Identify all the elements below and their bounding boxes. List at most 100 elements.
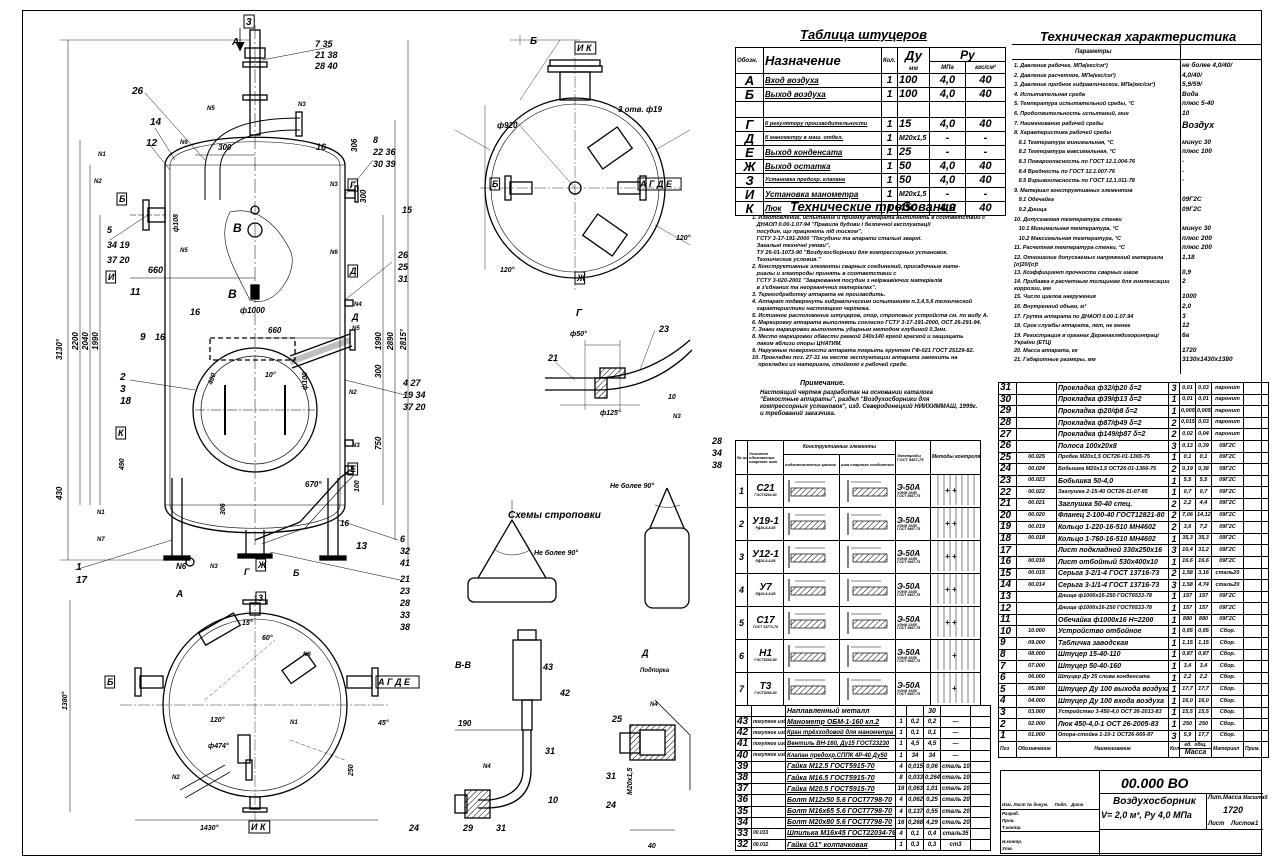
svg-text:+: + (952, 618, 957, 627)
purchased-total: 0,4 (923, 827, 941, 841)
purchased-qty: 4 (895, 760, 907, 773)
tech-char-param-header: Параметры (1075, 49, 1112, 55)
purchased-name: Гайка М12.5 ГОСТ5915-70 (785, 760, 896, 773)
tech-char-param: 20. Масса аппарата, кг (1014, 347, 1078, 354)
nozzle-mpa: 4,0 (929, 87, 966, 102)
tech-char-row: 8.5 Взрывоопасность по ГОСТ 12.1.011-78- (1014, 178, 1262, 188)
drawing-label: 100 (354, 480, 361, 492)
tech-char-value: 6а (1182, 331, 1190, 339)
weld-sketch (838, 606, 897, 640)
label-box (375, 675, 420, 689)
purchased-pos: 37 (735, 783, 752, 796)
drawing-label: ф50° (570, 330, 587, 338)
parts-name: Лист отбойный 530х400х10 (1056, 555, 1169, 569)
nozzle-code: Г (735, 117, 764, 132)
parts-qty: 3 (1168, 439, 1180, 453)
purchased-pos: 42 (735, 727, 752, 740)
nozzle-row (735, 101, 1006, 118)
parts-qty: 2 (1168, 521, 1180, 534)
parts-qty: 2 (1168, 428, 1180, 441)
drawing-label: 1990 (91, 332, 100, 350)
drawing-label: 490 (119, 458, 126, 471)
drawing-label: 3 (120, 384, 126, 395)
weld-number: 4 (735, 573, 748, 607)
mass-label: Масса (1223, 795, 1242, 801)
parts-material: 09Г2С (1211, 544, 1244, 557)
parts-pos: 25 (998, 451, 1017, 465)
drawing-label: 660 (148, 265, 163, 275)
parts-total: 1,15 (1195, 637, 1212, 650)
purchased-unit: 0,3 (906, 839, 924, 852)
parts-pos: 13 (998, 590, 1017, 604)
purchased-total: 0,55 (923, 805, 941, 818)
drawing-label: 16 (190, 307, 201, 317)
purchased-qty: 16 (895, 816, 907, 829)
purchased-designation (751, 783, 786, 796)
purchased-total: 0,264 (923, 771, 941, 785)
drawing-label: В-В (455, 660, 471, 670)
purchased-material: — (940, 738, 971, 751)
parts-designation: 04.000 (1016, 695, 1057, 708)
parts-material: сталь20 (1211, 579, 1244, 592)
drawing-label: 21 38 (314, 50, 338, 60)
role-list: Разраб.Пров.Т.контр. Н.контр.Утв. (1002, 811, 1023, 851)
tech-char-value: Воздух (1182, 119, 1215, 130)
purchased-name: Манометр ОБМ-1-160 кл.2 (785, 715, 896, 729)
drawing-label: 13 (356, 541, 368, 552)
drawing-label: К (118, 428, 125, 438)
drawing-label: 1 (76, 562, 82, 573)
parts-designation: 00.022 (1016, 486, 1057, 499)
parts-unit: 5,5 (1179, 474, 1196, 488)
parts-material: Сбор. (1211, 648, 1244, 662)
parts-pos: 29 (998, 405, 1017, 418)
nozzle-mpa: - (929, 145, 966, 160)
svg-text:+: + (952, 486, 957, 495)
parts-unit: 0,65 (1179, 625, 1196, 639)
tech-char-param: 9.1 Обечайка (1014, 197, 1054, 204)
drawing-label: 10 (668, 394, 676, 401)
parts-pos: 19 (998, 521, 1017, 534)
tech-char-value: плюс 100 (1182, 148, 1212, 156)
nozzle-qty: 1 (881, 73, 898, 88)
purchased-designation (751, 794, 786, 807)
parts-total: 4,4 (1195, 497, 1212, 511)
drawing-label: N1 (98, 152, 106, 158)
drawing-label: N3 (210, 564, 218, 570)
label-box (347, 178, 359, 192)
tech-char-param: 16. Внутренний объем, м³ (1014, 304, 1087, 311)
label-box (489, 177, 501, 191)
section-b-view (454, 35, 691, 290)
purchased-name: Вентиль ВН-160, Ду15 ГОСТ23230 (785, 738, 896, 751)
tech-char-param: 12. Отношение допускаемых напряжений мат… (1014, 254, 1165, 268)
nozzle-qty (881, 101, 898, 118)
tech-char-value: 1,18 (1182, 253, 1195, 261)
nozzle-dn: 50 (897, 159, 930, 174)
weld-control-marks: ++ (930, 474, 982, 508)
weld-sketch (838, 672, 897, 706)
parts-pos: 26 (998, 439, 1017, 453)
parts-material: Сбор. (1211, 637, 1244, 650)
tech-char-row: 3. Давление пробное гидравлическое, МПа(… (1014, 82, 1262, 92)
tech-char-value: не более 4,0/40/ (1182, 62, 1233, 69)
parts-name: Опора-стойка 1-10-1 ОСТ26-665-87 (1056, 729, 1169, 743)
parts-designation (1016, 405, 1057, 418)
parts-designation: 00.024 (1016, 463, 1057, 476)
parts-unit: 880 (1179, 613, 1196, 627)
weld-sketch-icon (788, 546, 826, 568)
parts-material: паронит (1211, 393, 1244, 407)
purchased-qty: 1 (895, 715, 907, 729)
tech-char-value: плюс 200 (1182, 234, 1212, 242)
parts-total: 0,04 (1195, 428, 1212, 441)
parts-designation: 06.000 (1016, 671, 1057, 685)
drawing-label: 11 (130, 287, 141, 298)
drawing-label: Г (350, 180, 356, 190)
